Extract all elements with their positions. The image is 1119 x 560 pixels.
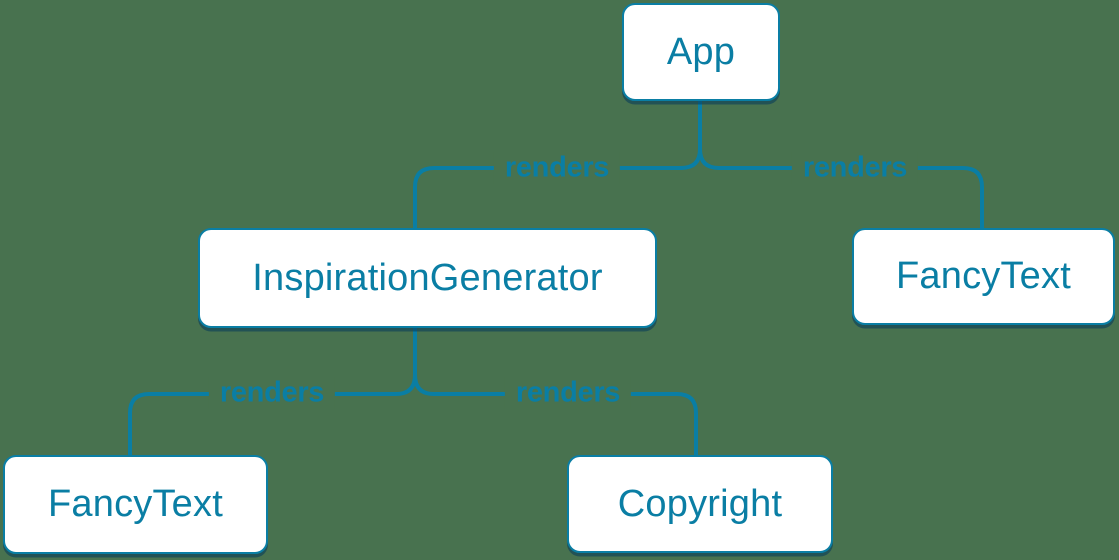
node-fancy-text-right: FancyText (852, 228, 1115, 325)
node-fancy-text-right-label: FancyText (896, 255, 1071, 297)
edge-label-renders-app-inspirationgenerator: renders (493, 151, 621, 185)
node-fancy-text-left-label: FancyText (48, 483, 223, 525)
node-app: App (622, 3, 780, 101)
edge-label-renders-app-fancytext: renders (791, 151, 919, 185)
node-inspiration-generator-label: InspirationGenerator (252, 256, 603, 299)
edge-label-renders-inspirationgenerator-copyright: renders (504, 376, 632, 410)
edge-label-renders-inspirationgenerator-fancytext: renders (208, 376, 336, 410)
node-fancy-text-left: FancyText (3, 455, 268, 554)
node-copyright: Copyright (567, 455, 833, 553)
node-app-label: App (666, 30, 736, 73)
node-copyright-label: Copyright (617, 482, 783, 525)
node-inspiration-generator: InspirationGenerator (198, 228, 657, 328)
